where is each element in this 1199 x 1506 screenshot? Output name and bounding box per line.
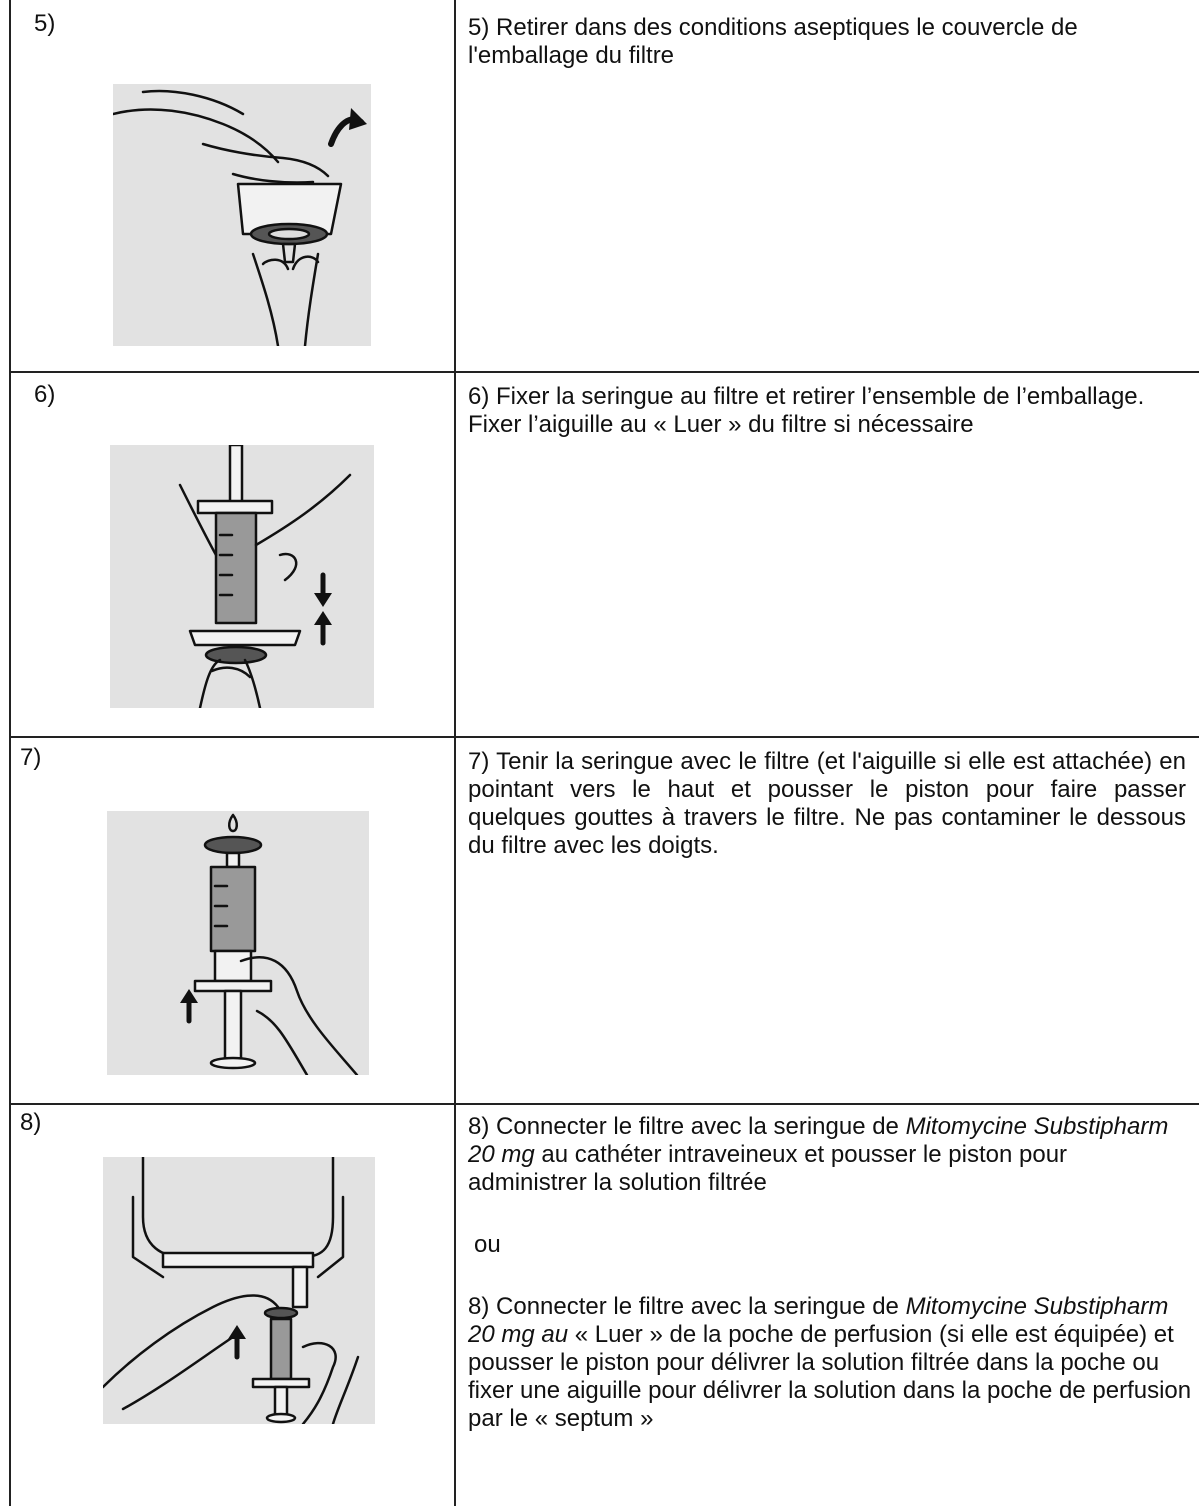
peel-filter-lid-illustration-icon — [113, 84, 371, 346]
infusion-bag-connection-illustration-icon — [103, 1157, 375, 1424]
step-description: 8) Connecter le filtre avec la seringue … — [468, 1113, 1192, 1433]
step-number: 5) — [34, 10, 56, 37]
attach-syringe-filter-illustration-icon — [110, 445, 374, 708]
table-row: 7) 7) Tenir la seringue avec le filtr — [0, 738, 1199, 1103]
table-left-border — [9, 0, 11, 1506]
or-separator: ou — [474, 1231, 501, 1258]
step-description: 5) Retirer dans des conditions aseptique… — [468, 14, 1078, 69]
table-row: 6) — [0, 373, 1199, 736]
step-description: 7) Tenir la seringue avec le filtre (et … — [468, 748, 1186, 859]
step-description: 6) Fixer la seringue au filtre et retire… — [468, 383, 1145, 438]
table-row: 8) 8) Connecter le fi — [0, 1105, 1199, 1506]
row-divider-2 — [9, 736, 1199, 738]
step-number: 6) — [34, 381, 56, 408]
step-number: 8) — [20, 1109, 42, 1136]
prime-filter-illustration-icon — [107, 811, 369, 1075]
step-option-a: 8) Connecter le filtre avec la seringue … — [468, 1113, 1169, 1196]
row-divider-1 — [9, 371, 1199, 373]
row-divider-3 — [9, 1103, 1199, 1105]
table-row: 5) 5) Retirer dans des conditions asepti… — [0, 0, 1199, 371]
table-column-divider — [454, 0, 456, 1506]
step-number: 7) — [20, 744, 42, 771]
step-option-b: 8) Connecter le filtre avec la seringue … — [468, 1293, 1192, 1432]
